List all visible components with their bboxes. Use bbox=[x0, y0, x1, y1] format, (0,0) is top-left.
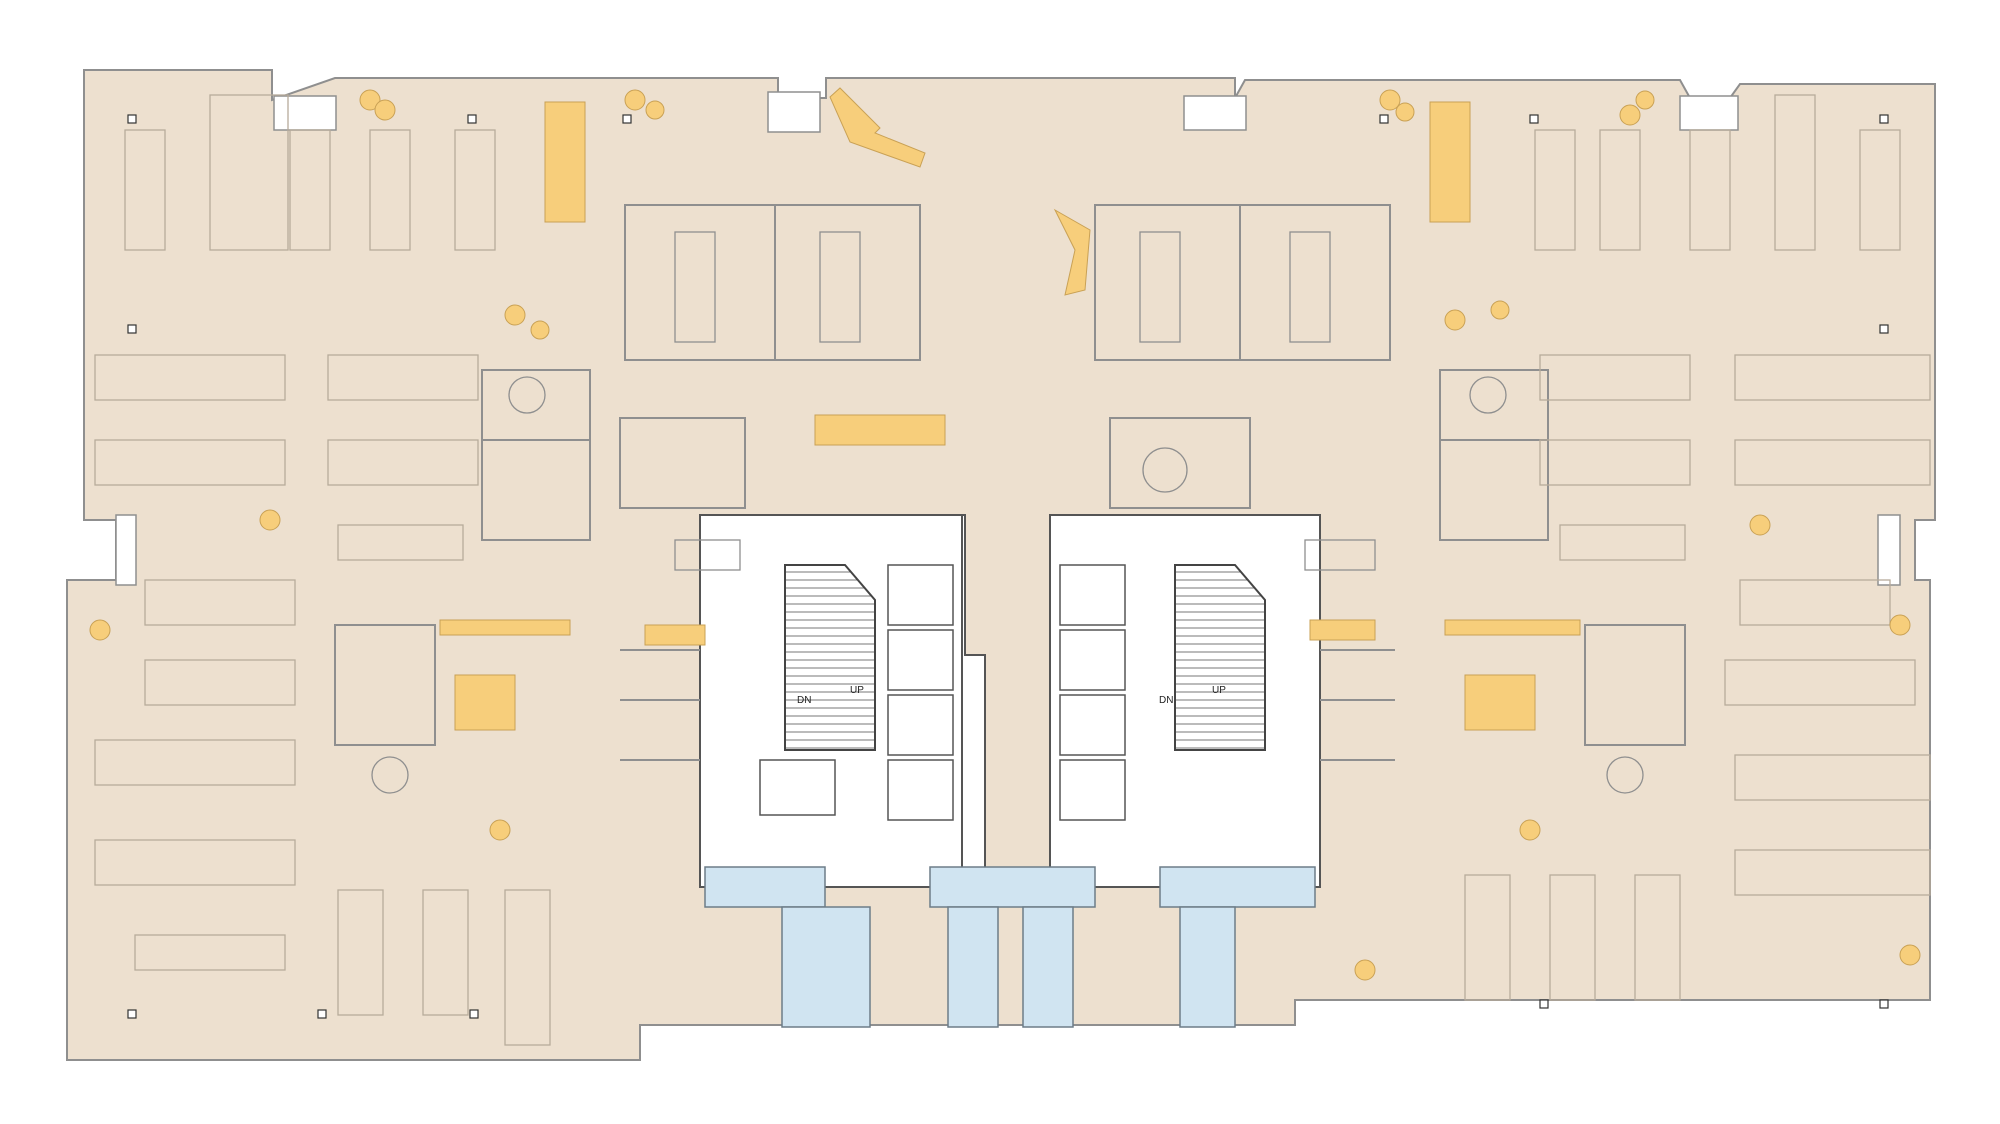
floor-slab bbox=[66, 69, 1936, 1061]
facade-niches bbox=[115, 91, 1901, 586]
workstation-clusters bbox=[94, 94, 1931, 1046]
interior-walls bbox=[334, 204, 1686, 761]
building-core: DN UP DN UP bbox=[699, 514, 1321, 888]
right-stair bbox=[1174, 564, 1266, 751]
lounge-accents bbox=[89, 87, 1921, 981]
elevator-bank-right bbox=[1059, 564, 1126, 821]
elevator-bank-left bbox=[759, 564, 954, 821]
left-stair bbox=[784, 564, 876, 751]
left-stair-up-label: UP bbox=[850, 685, 864, 696]
structural-columns bbox=[127, 114, 1889, 1019]
left-stair-down-label: DN bbox=[797, 695, 811, 706]
conference-tables bbox=[371, 231, 1644, 794]
restrooms bbox=[704, 866, 1316, 1028]
right-stair-up-label: UP bbox=[1212, 685, 1226, 696]
right-stair-down-label: DN bbox=[1159, 695, 1173, 706]
